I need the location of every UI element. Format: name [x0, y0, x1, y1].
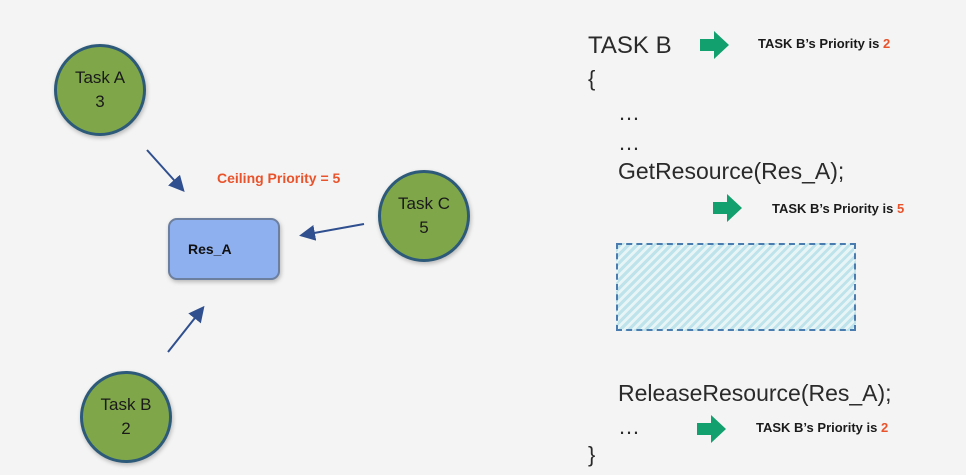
task-a-node: Task A 3: [54, 44, 146, 136]
priority-note-during: TASK B’s Priority is 5: [772, 201, 904, 216]
resource-label: Res_A: [188, 241, 232, 257]
arrow-taska-to-resource: [146, 149, 185, 192]
code-get-resource-line: GetResource(Res_A);: [618, 158, 845, 184]
priority-note-prefix: TASK B’s Priority is: [772, 201, 894, 216]
code-task-header: TASK B: [588, 32, 672, 59]
priority-note-prefix: TASK B’s Priority is: [756, 420, 878, 435]
code-ellipsis-2: …: [618, 130, 640, 155]
ceiling-priority-label: Ceiling Priority = 5: [217, 170, 341, 186]
code-ellipsis-3: …: [618, 414, 640, 439]
task-b-node: Task B 2: [80, 371, 172, 463]
critical-section-block: [616, 243, 856, 331]
green-arrow-icon: [713, 194, 742, 222]
green-arrow-icon: [697, 415, 726, 443]
task-b-name: Task B: [100, 395, 152, 414]
arrow-taskc-to-resource: [299, 223, 365, 241]
priority-note-before: TASK B’s Priority is 2: [758, 36, 890, 51]
priority-value-during: 5: [897, 201, 905, 216]
priority-note-prefix: TASK B’s Priority is: [758, 36, 880, 51]
task-b-priority: 2: [121, 419, 131, 438]
task-c-name: Task C: [398, 194, 450, 213]
code-release-resource-line: ReleaseResource(Res_A);: [618, 380, 892, 406]
resource-box: Res_A: [168, 218, 280, 280]
code-ellipsis-1: …: [618, 100, 640, 125]
task-c-node: Task C 5: [378, 170, 470, 262]
priority-value-before: 2: [883, 36, 891, 51]
arrow-taskb-to-resource: [167, 305, 205, 353]
priority-note-after: TASK B’s Priority is 2: [756, 420, 888, 435]
priority-value-after: 2: [881, 420, 889, 435]
task-c-priority: 5: [419, 218, 429, 237]
green-arrow-icon: [700, 31, 729, 59]
code-open-brace: {: [588, 66, 596, 91]
code-close-brace: }: [588, 442, 596, 467]
task-a-name: Task A: [74, 68, 126, 87]
task-a-priority: 3: [95, 92, 105, 111]
